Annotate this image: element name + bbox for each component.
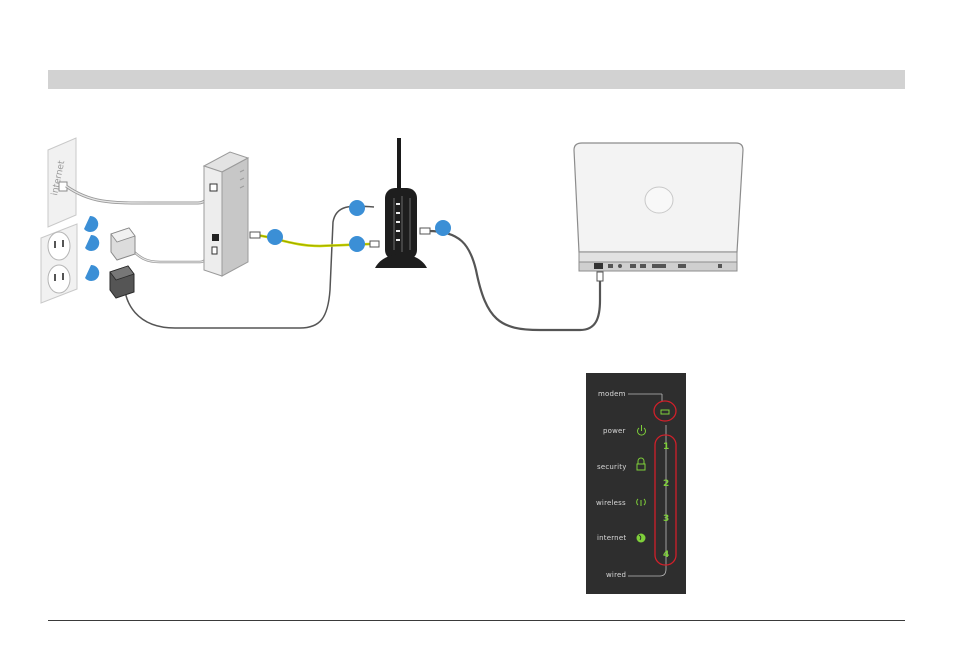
callout-dot [85,235,99,251]
security-lock-icon [637,458,645,470]
ethernet-cable-router-laptop [428,231,600,330]
power-outlet-plate [41,224,77,303]
wall-internet-plate: internet [48,138,76,227]
power-icon [638,425,646,435]
phone-cable [66,186,210,203]
modem-led-icon [661,410,669,414]
modem-led-highlight [654,401,676,421]
wired-port-number: 4 [663,550,669,560]
callout-dot [85,265,99,281]
router-power-cable [125,206,374,328]
router-device [375,138,427,268]
router-power-adapter [110,266,134,298]
callout-dot [84,216,98,232]
modem-power-cable [130,248,210,262]
modem-power-adapter [111,228,135,260]
led-label-wired: wired [606,571,626,579]
callout-dot [267,229,283,245]
wired-port-number: 3 [663,514,669,524]
led-label-internet: internet [597,534,626,542]
modem-device [204,152,248,276]
footer-rule [48,620,905,621]
led-label-wireless: wireless [596,499,626,507]
wireless-icon [637,499,646,506]
callout-dot [349,200,365,216]
callout-dot [435,220,451,236]
led-label-security: security [597,463,627,471]
wired-port-number: 2 [663,479,669,489]
led-label-modem: modem [598,390,626,398]
led-label-power: power [603,427,626,435]
wired-ports-highlight [655,435,676,565]
wired-port-number: 1 [663,442,669,452]
laptop-device [574,143,743,271]
router-led-panel: modem power security wireless internet w… [586,373,686,594]
callout-dot [349,236,365,252]
